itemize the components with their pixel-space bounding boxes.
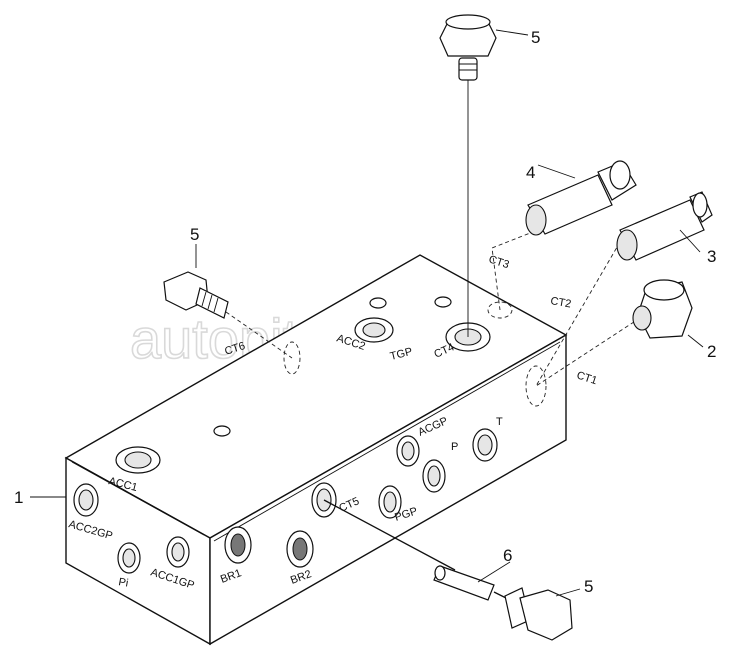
cavity-ct1 <box>525 365 547 407</box>
label-p: P <box>451 441 458 453</box>
plug-top <box>439 14 529 337</box>
callout-5-left: 5 <box>190 225 199 244</box>
label-ct2: CT2 <box>549 295 572 310</box>
port-hole-small <box>213 425 231 437</box>
front-face-ports <box>73 483 190 574</box>
callout-1: 1 <box>14 488 23 507</box>
callout-5-bottom: 5 <box>584 577 593 596</box>
label-ct3: CT3 <box>487 253 510 271</box>
callout-6: 6 <box>503 546 512 565</box>
label-tgp: TGP <box>389 346 414 363</box>
top-face-ports <box>115 296 491 474</box>
callout-5-top: 5 <box>531 28 540 47</box>
label-pi: Pi <box>117 576 129 590</box>
cavity-ct6 <box>283 341 301 375</box>
side-face-ports <box>224 428 498 568</box>
port-hole-small-rear <box>369 297 387 309</box>
cartridge-valve-4 <box>491 160 637 311</box>
port-hole-small-rear-2 <box>434 296 452 308</box>
cartridge-valve-3 <box>535 191 713 387</box>
label-ct1: CT1 <box>575 369 598 387</box>
pin-6 <box>323 499 511 601</box>
plug-left <box>163 244 293 359</box>
cavity-ct3 <box>487 301 513 319</box>
callout-3: 3 <box>707 247 716 266</box>
label-t: T <box>496 416 503 428</box>
plug-bottom <box>493 587 581 641</box>
callout-4: 4 <box>526 163 535 182</box>
plug-2 <box>535 279 704 387</box>
callout-2: 2 <box>707 342 716 361</box>
